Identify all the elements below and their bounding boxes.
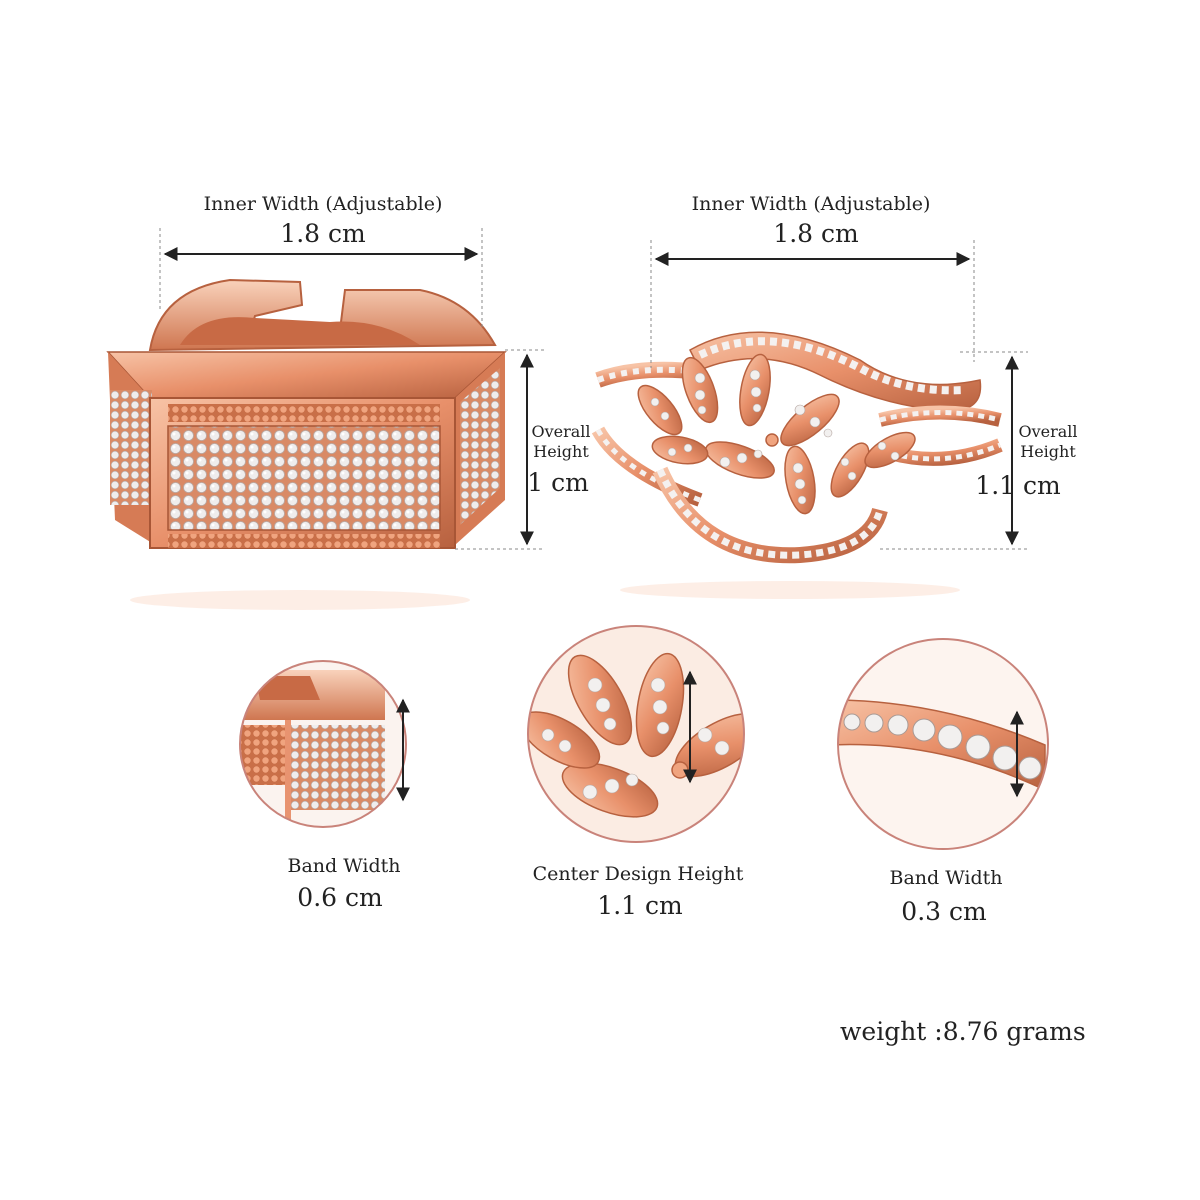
detail-2-label: Center Design Height [532, 863, 744, 885]
detail-1-value: 0.6 cm [297, 883, 383, 912]
right-height-label: Overall Height [1018, 422, 1078, 461]
right-inner-width-value: 1.8 cm [773, 219, 859, 248]
dimension-lines [159, 228, 1028, 550]
detail-3-value: 0.3 cm [901, 897, 987, 926]
left-height-label: Overall Height [531, 422, 591, 461]
detail-1-label: Band Width [287, 855, 401, 877]
leaf-ring-image [591, 331, 1003, 599]
right-inner-width-label: Inner Width (Adjustable) [691, 193, 931, 215]
detail-circle-1 [239, 660, 410, 828]
detail-2-value: 1.1 cm [597, 891, 683, 920]
detail-circle-2 [527, 625, 745, 843]
signet-ring-image [106, 278, 507, 610]
detail-3-label: Band Width [889, 867, 1003, 889]
detail-circle-3 [837, 638, 1049, 850]
left-height-value: 1 cm [527, 468, 589, 497]
right-height-value: 1.1 cm [975, 471, 1061, 500]
left-inner-width-value: 1.8 cm [280, 219, 366, 248]
weight-text: weight :8.76 grams [840, 1017, 1086, 1046]
left-inner-width-label: Inner Width (Adjustable) [203, 193, 443, 215]
